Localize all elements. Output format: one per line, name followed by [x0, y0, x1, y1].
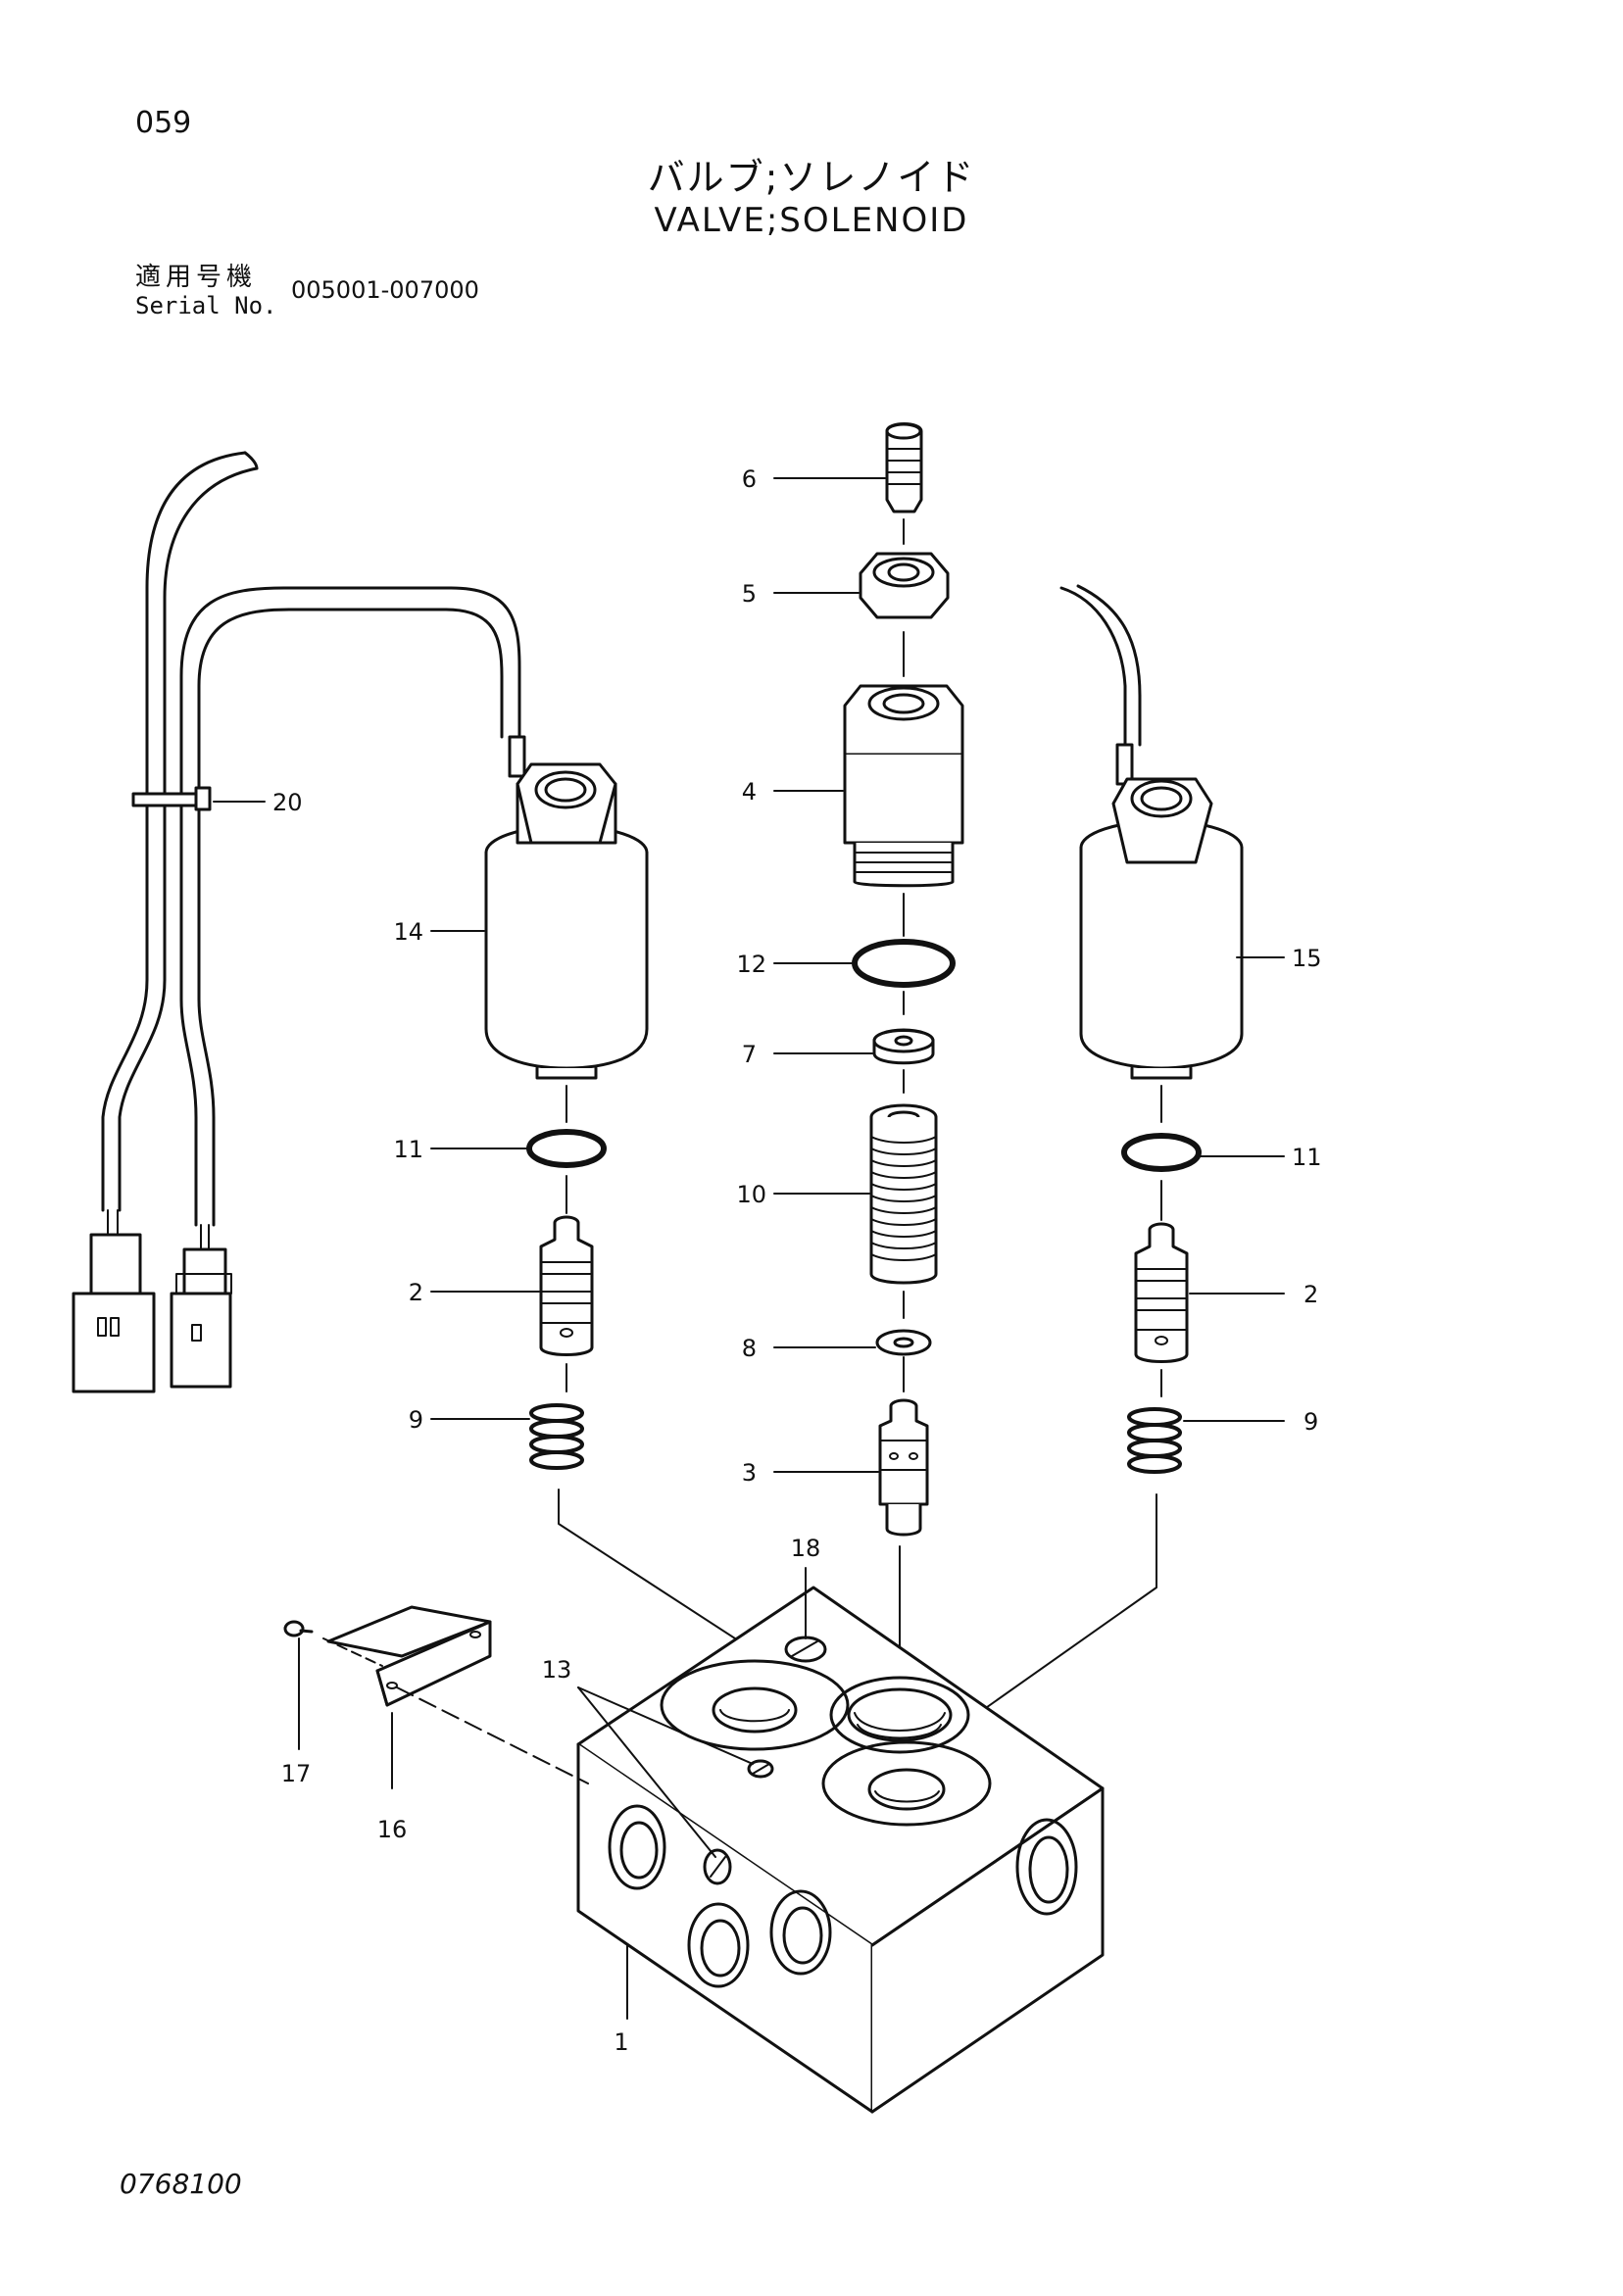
left-valve-internals	[526, 1085, 756, 1696]
callout-15: 15	[1292, 945, 1322, 972]
spring-right	[1127, 1407, 1182, 1474]
name-plate-and-screw	[283, 1605, 589, 1784]
spring-left	[529, 1403, 584, 1470]
callout-3: 3	[742, 1459, 757, 1487]
callout-17: 17	[281, 1760, 312, 1787]
page-code: 0768100	[120, 2168, 242, 2200]
callout-6: 6	[742, 465, 757, 493]
callout-18: 18	[791, 1535, 821, 1562]
callout-10: 10	[736, 1181, 766, 1208]
callout-11-left: 11	[393, 1136, 423, 1163]
callout-1: 1	[614, 2028, 628, 2056]
callout-14: 14	[393, 918, 423, 946]
solenoid-coil-left	[484, 735, 649, 1080]
callout-9-left: 9	[409, 1406, 423, 1434]
wire-harness	[72, 451, 521, 1393]
callout-2-right: 2	[1303, 1281, 1318, 1308]
leader-lines	[213, 477, 1285, 2020]
callout-4: 4	[742, 778, 757, 806]
serial-range: 005001-007000	[291, 276, 479, 304]
callout-labels: 6 5 4 12 7 10 8 3 20 14 11 2 9 15 11 2 9…	[272, 465, 1322, 2056]
callout-2-left: 2	[409, 1279, 423, 1306]
center-parts-stack	[843, 422, 964, 1686]
callout-16: 16	[377, 1816, 408, 1843]
callout-11-right: 11	[1292, 1144, 1322, 1171]
callout-20: 20	[272, 789, 303, 816]
callout-13: 13	[542, 1656, 572, 1684]
right-valve-internals	[906, 1085, 1202, 1765]
serial-label-english: Serial No.	[135, 292, 277, 319]
callout-8: 8	[742, 1335, 757, 1362]
manifold-block	[576, 1586, 1105, 2114]
title-english: VALVE;SOLENOID	[654, 201, 969, 240]
callout-7: 7	[742, 1041, 757, 1068]
page-number: 059	[135, 106, 192, 140]
callout-5: 5	[742, 580, 757, 608]
serial-label-japanese: 適用号機	[135, 263, 258, 292]
callout-12: 12	[736, 951, 766, 978]
callout-9-right: 9	[1303, 1408, 1318, 1436]
title-japanese: バルブ;ソレノイド	[647, 156, 976, 199]
solenoid-coil-right	[1059, 584, 1244, 1080]
